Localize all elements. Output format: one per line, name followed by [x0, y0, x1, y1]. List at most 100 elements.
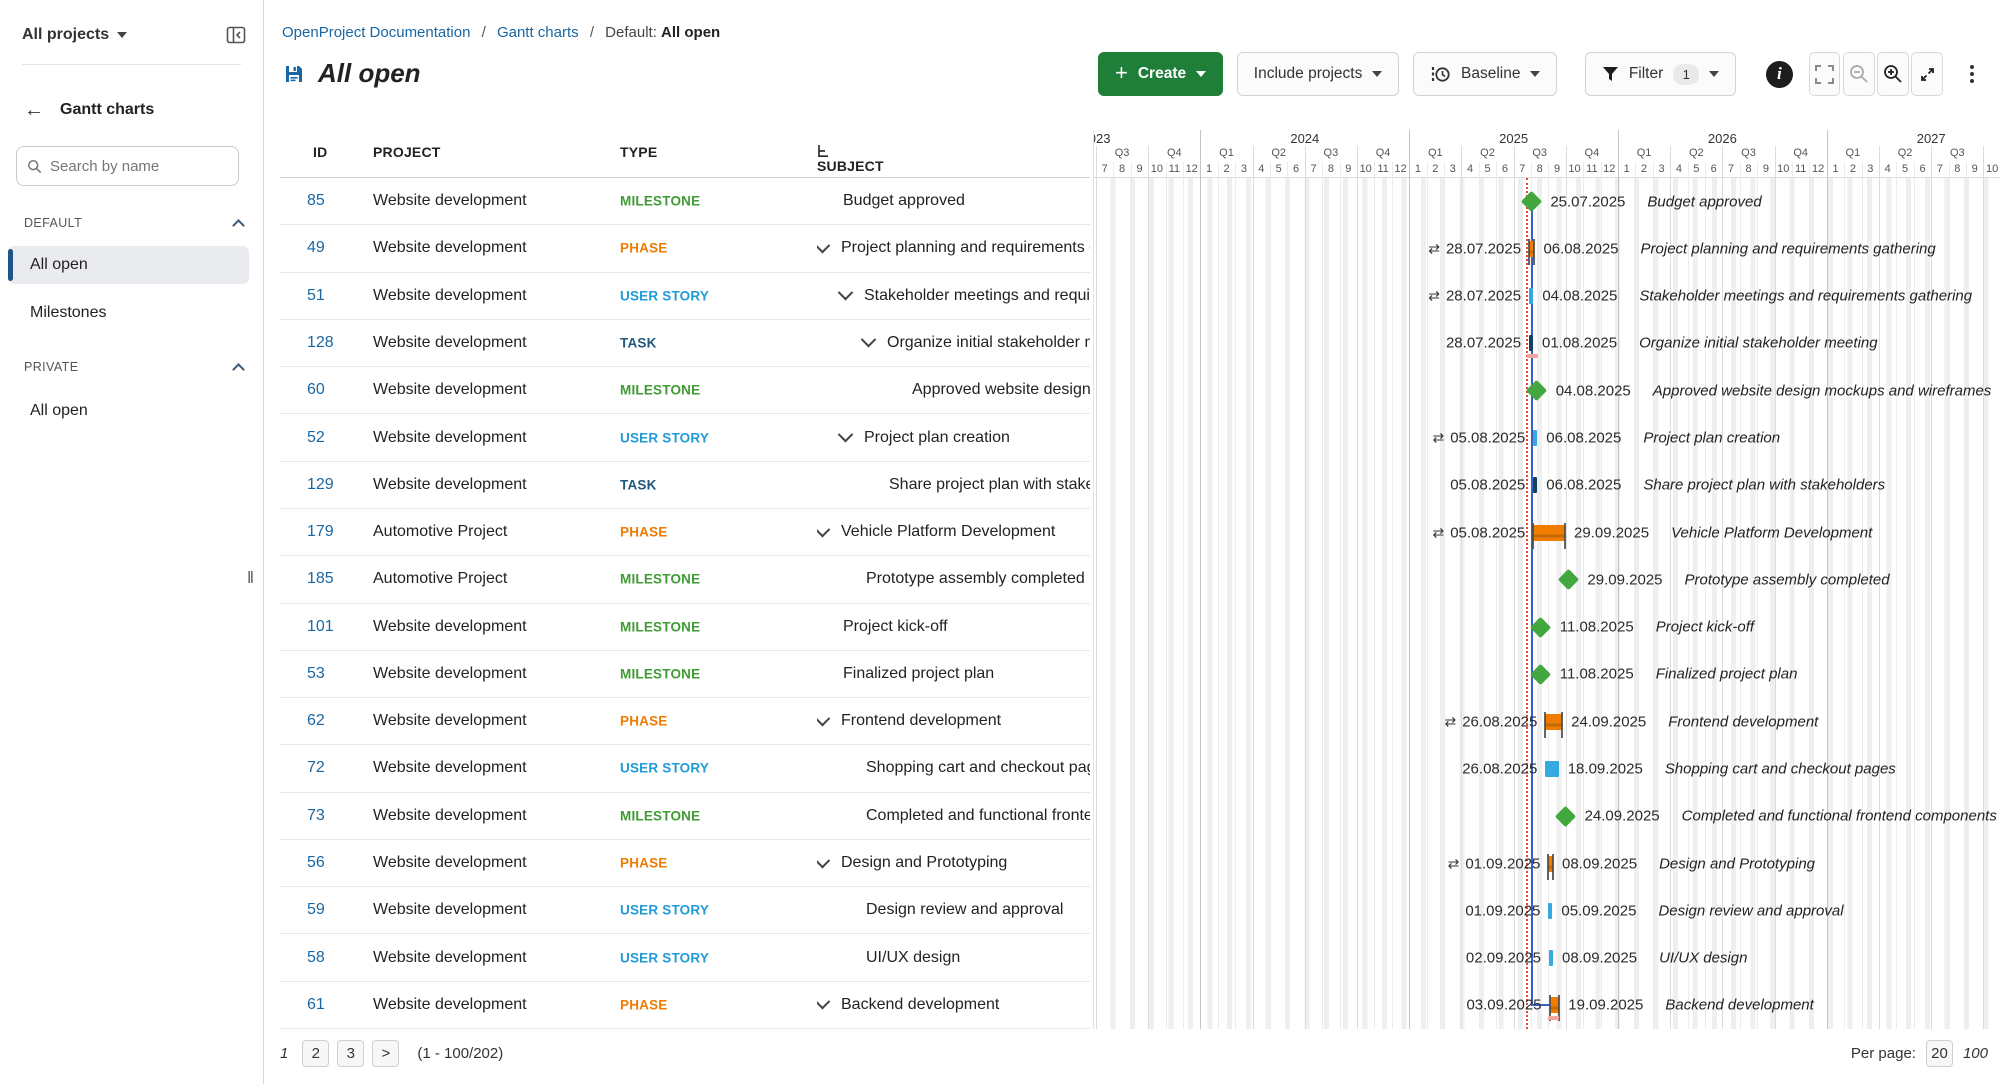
all-projects-selector[interactable]: All projects	[22, 26, 128, 44]
work-package-id-link[interactable]: 101	[307, 617, 334, 635]
sidebar-resize-handle[interactable]: ‖	[246, 568, 255, 587]
subject-text: Organize initial stakeholder meeting	[887, 333, 1090, 351]
collapse-chevron-icon[interactable]	[837, 428, 854, 443]
fullscreen-button[interactable]	[1911, 52, 1943, 96]
more-options-button[interactable]	[1957, 52, 1988, 96]
sidebar-item-milestones[interactable]: Milestones	[8, 294, 249, 332]
sidebar-search[interactable]	[16, 146, 239, 186]
work-package-id-link[interactable]: 52	[307, 428, 325, 446]
chevron-up-icon[interactable]	[232, 218, 245, 232]
work-package-id-link[interactable]: 73	[307, 806, 325, 824]
task-bar[interactable]	[1533, 477, 1538, 494]
work-package-id-link[interactable]: 59	[307, 901, 325, 919]
phase-bar[interactable]	[1547, 995, 1561, 1022]
work-package-id-link[interactable]: 72	[307, 759, 325, 777]
work-package-id-link[interactable]: 129	[307, 475, 334, 493]
info-button[interactable]: i	[1764, 52, 1795, 96]
work-package-id-link[interactable]: 61	[307, 995, 325, 1013]
collapse-chevron-icon[interactable]	[817, 239, 831, 254]
breadcrumb-link-gantt-charts[interactable]: Gantt charts	[496, 24, 579, 41]
create-button[interactable]: + Create	[1098, 52, 1224, 96]
search-input[interactable]	[50, 157, 228, 175]
collapse-chevron-icon[interactable]	[817, 995, 831, 1010]
user-story-bar[interactable]	[1548, 902, 1553, 919]
user-story-bar[interactable]	[1533, 430, 1538, 447]
scrollbar-thumb[interactable]	[1093, 588, 1094, 628]
zoom-in-button[interactable]	[1877, 52, 1909, 96]
work-package-id-link[interactable]: 85	[307, 192, 325, 210]
baseline-button[interactable]: Baseline	[1413, 52, 1558, 96]
column-header-subject[interactable]: SUBJECT	[817, 144, 884, 174]
task-bar[interactable]	[1527, 335, 1539, 359]
collapse-chevron-icon[interactable]	[837, 286, 854, 301]
breadcrumb-link-documentation[interactable]: OpenProject Documentation	[282, 24, 471, 41]
phase-start-tick	[1544, 711, 1547, 738]
per-page-current[interactable]: 100	[1962, 1044, 1988, 1062]
work-package-id-link[interactable]: 179	[307, 523, 334, 541]
user-story-bar[interactable]	[1529, 288, 1534, 305]
work-package-id-link[interactable]: 56	[307, 854, 325, 872]
collapse-chevron-icon[interactable]	[817, 854, 831, 868]
gantt-start-date-label: 03.09.2025	[1466, 997, 1541, 1014]
work-package-id-link[interactable]: 60	[307, 381, 325, 399]
column-header-type[interactable]: TYPE	[620, 144, 658, 160]
user-story-bar[interactable]	[1545, 761, 1559, 777]
phase-bar[interactable]	[1532, 522, 1567, 549]
work-package-id-link[interactable]: 53	[307, 664, 325, 682]
work-package-id-link[interactable]: 62	[307, 712, 325, 730]
start-date: 26.08.2025	[1462, 760, 1538, 778]
collapse-chevron-icon[interactable]	[817, 523, 831, 538]
column-header-id[interactable]: ID	[313, 144, 328, 160]
column-header-project[interactable]: PROJECT	[373, 144, 441, 160]
include-projects-button[interactable]: Include projects	[1236, 52, 1400, 96]
phase-bar[interactable]	[1547, 853, 1554, 880]
collapse-sidebar-icon[interactable]	[225, 24, 247, 46]
pagination-page-3[interactable]: 3	[337, 1039, 365, 1067]
pagination-next[interactable]: >	[372, 1039, 400, 1067]
page-title: All open	[318, 58, 421, 88]
chevron-up-icon[interactable]	[232, 362, 245, 376]
sidebar-item-all-open-default[interactable]: All open	[8, 246, 249, 284]
sidebar-item-all-open-private[interactable]: All open	[8, 392, 249, 430]
back-arrow-icon[interactable]: ←	[24, 99, 44, 121]
user-story-bar[interactable]	[1548, 950, 1553, 967]
per-page-option-20[interactable]: 20	[1925, 1039, 1953, 1067]
work-package-id-link[interactable]: 49	[307, 239, 325, 257]
collapse-chevron-icon[interactable]	[817, 712, 831, 727]
work-package-id-link[interactable]: 51	[307, 286, 325, 304]
work-package-id-link[interactable]: 128	[307, 333, 334, 351]
save-query-icon[interactable]	[282, 62, 306, 86]
gantt-start-date-label: 01.09.2025	[1465, 902, 1540, 919]
phase-bar[interactable]	[1544, 711, 1564, 738]
subject-text: Design and Prototyping	[841, 854, 1008, 872]
pagination-page-2[interactable]: 2	[302, 1039, 330, 1067]
phase-bar[interactable]	[1528, 238, 1536, 265]
zoom-fit-icon	[1815, 64, 1835, 84]
toolbar: + Create Include projects Baseline Filte…	[1098, 52, 1988, 96]
collapse-chevron-icon[interactable]	[860, 333, 877, 348]
work-package-id-link[interactable]: 58	[307, 948, 325, 966]
work-package-id-link[interactable]: 185	[307, 570, 334, 588]
zoom-out-button[interactable]	[1842, 52, 1875, 96]
filter-button[interactable]: Filter 1	[1584, 52, 1737, 96]
gantt-bar-label: Shopping cart and checkout pages	[1664, 760, 1896, 778]
zoom-fit-button[interactable]	[1808, 52, 1841, 96]
